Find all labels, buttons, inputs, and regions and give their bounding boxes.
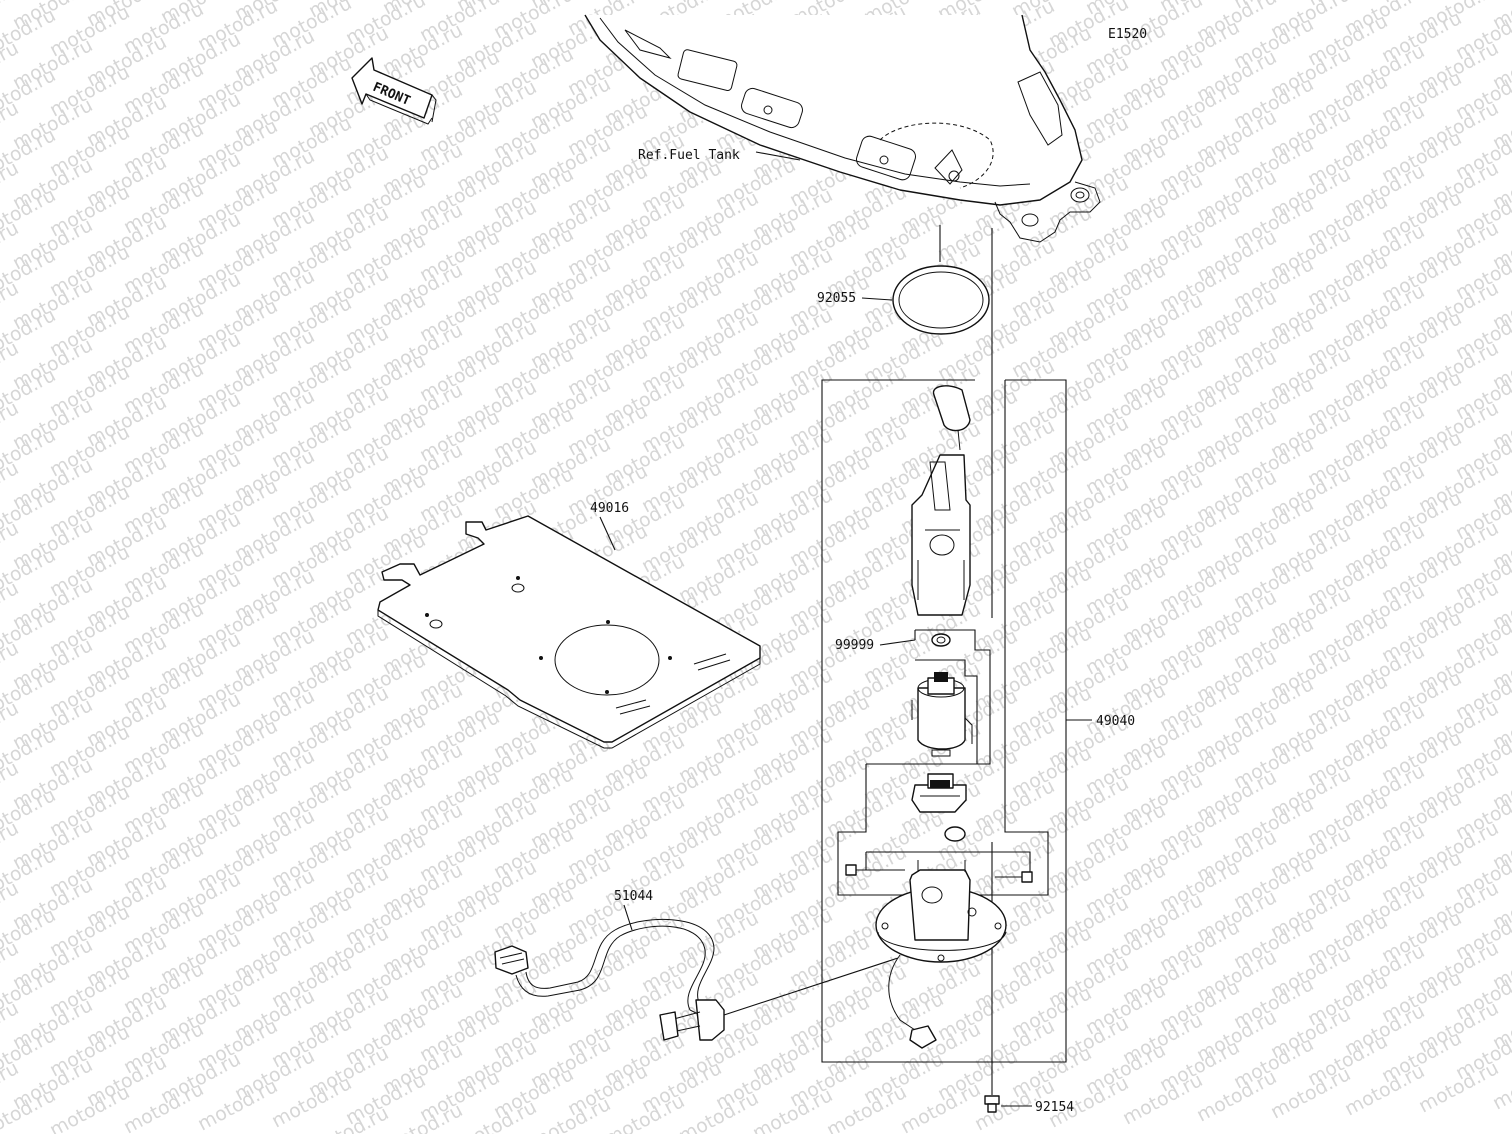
part-label-99999: 99999 (835, 638, 874, 653)
part-label-92154: 92154 (1035, 1100, 1074, 1115)
seal-washer-99999 (931, 633, 951, 647)
gasket-ring-92055 (892, 265, 990, 335)
part-label-49040: 49040 (1096, 714, 1135, 729)
part-label-49016: 49016 (590, 501, 629, 516)
diagram-code: E1520 (1108, 27, 1147, 42)
ref-fuel-tank-label: Ref.Fuel Tank (638, 148, 740, 163)
part-label-92055: 92055 (817, 291, 856, 306)
o-ring (944, 826, 966, 842)
fuel-pump-motor (911, 672, 973, 757)
part-label-51044: 51044 (614, 889, 653, 904)
